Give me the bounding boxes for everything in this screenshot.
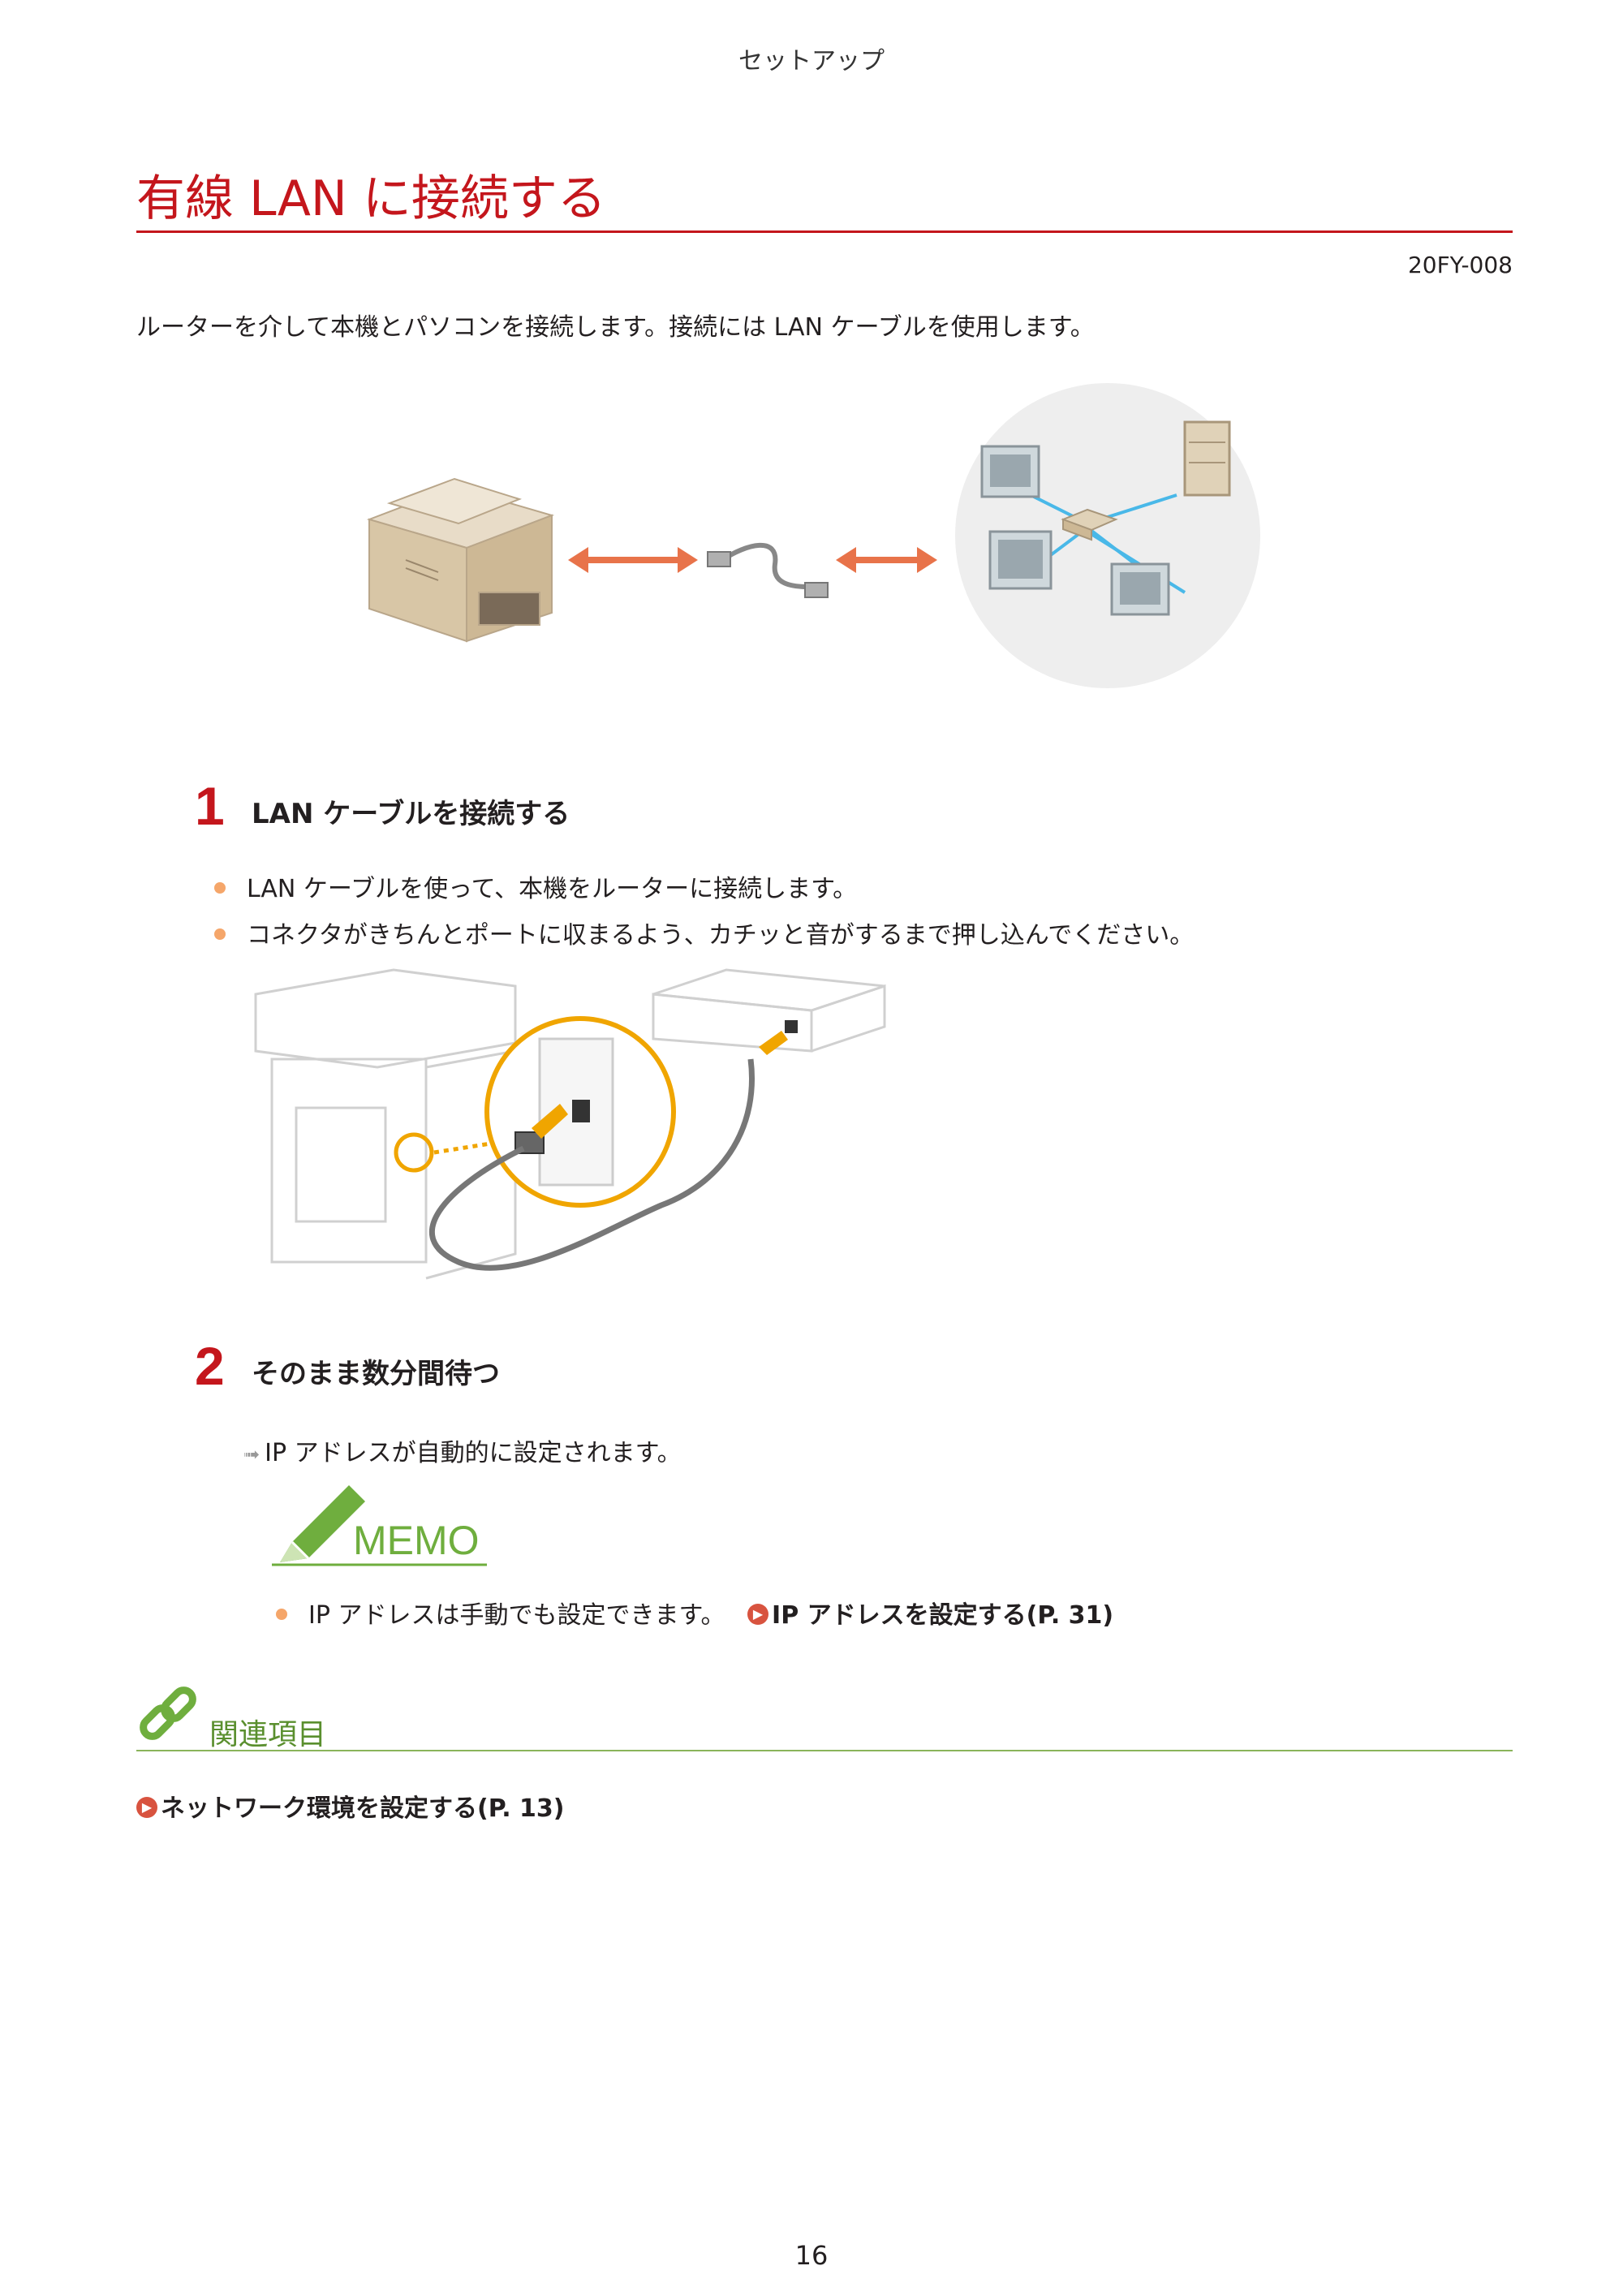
cable-connection-illustration [254, 968, 886, 1280]
link-arrow-icon: ▶ [136, 1796, 157, 1818]
step-result: ➟IP アドレスが自動的に設定されます。 [243, 1432, 682, 1468]
double-arrow-icon [568, 547, 698, 573]
result-arrow-icon: ➟ [243, 1443, 260, 1466]
running-header: セットアップ [738, 47, 885, 75]
router-outline [652, 968, 886, 1053]
printer-outline [254, 968, 517, 1280]
port-highlight [394, 1132, 434, 1173]
page-title: 有線 LAN に接続する [136, 170, 606, 227]
network-overview-illustration [366, 383, 1260, 688]
list-item-text: コネクタがきちんとポートに収まるよう、カチッと音がするまで押し込んでください。 [247, 921, 1195, 950]
printer-illustration [366, 477, 555, 643]
related-heading: 関連項目 [209, 1718, 327, 1751]
router-port [785, 1020, 798, 1033]
network-illustration [955, 383, 1260, 688]
memo-text: IP アドレスは手動でも設定できます。 [308, 1601, 725, 1630]
memo-item: IP アドレスは手動でも設定できます。 ▶IP アドレスを設定する(P. 31) [276, 1595, 1113, 1630]
step-title: そのまま数分間待つ [252, 1358, 500, 1390]
step-title: LAN ケーブルを接続する [252, 798, 570, 830]
title-rule [136, 230, 1513, 233]
pencil-icon [280, 1485, 365, 1562]
bullet-dot [214, 928, 226, 940]
page-number: 16 [794, 2240, 829, 2271]
chain-link-icon [140, 1686, 196, 1740]
bullet-dot [276, 1608, 287, 1620]
bullet-dot [214, 881, 226, 894]
step-number: 1 [195, 776, 225, 836]
list-item: コネクタがきちんとポートに収まるよう、カチッと音がするまで押し込んでください。 [214, 915, 1194, 950]
related-rule [136, 1750, 1513, 1751]
result-text: IP アドレスが自動的に設定されます。 [265, 1439, 682, 1467]
double-arrow-icon [836, 547, 937, 573]
lan-cable [429, 1058, 755, 1271]
lan-cable-icon [707, 542, 829, 598]
memo-label: MEMO [353, 1518, 480, 1563]
intro-text: ルーターを介して本機とパソコンを接続します。接続には LAN ケーブルを使用しま… [136, 313, 1095, 342]
document-code: 20FY-008 [1407, 252, 1513, 278]
step-number: 2 [195, 1336, 225, 1396]
zoom-callout [484, 1016, 676, 1208]
list-item: LAN ケーブルを使って、本機をルーターに接続します。 [214, 868, 857, 904]
insert-arrow-icon [759, 1031, 788, 1055]
ip-address-link[interactable]: ▶IP アドレスを設定する(P. 31) [747, 1601, 1113, 1630]
memo-badge: MEMO [272, 1485, 487, 1566]
callout-line [433, 1138, 512, 1155]
related-link[interactable]: ▶ネットワーク環境を設定する(P. 13) [136, 1788, 565, 1824]
link-arrow-icon: ▶ [747, 1603, 769, 1625]
list-item-text: LAN ケーブルを使って、本機をルーターに接続します。 [247, 875, 858, 903]
